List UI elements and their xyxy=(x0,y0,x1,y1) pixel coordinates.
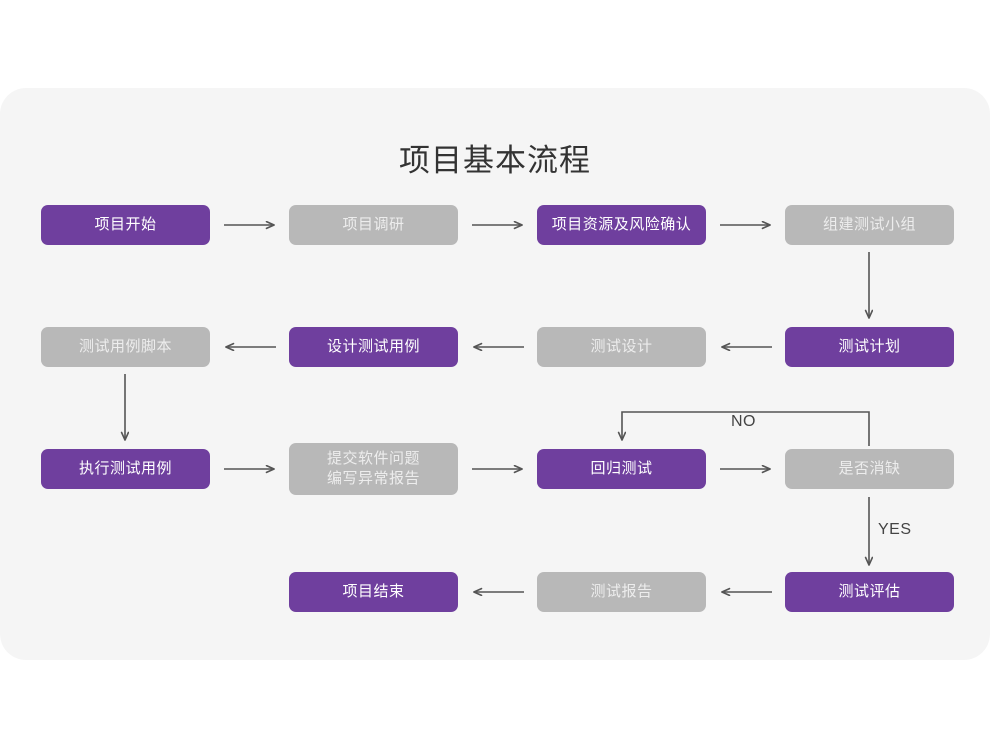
node-submit-defect-report[interactable]: 提交软件问题 编写异常报告 xyxy=(289,443,458,495)
node-label: 项目调研 xyxy=(342,216,405,233)
node-test-case-script[interactable]: 测试用例脚本 xyxy=(41,327,210,367)
node-project-end[interactable]: 项目结束 xyxy=(289,572,458,612)
node-execute-test-case[interactable]: 执行测试用例 xyxy=(41,449,210,489)
node-label: 执行测试用例 xyxy=(78,460,172,477)
node-label: 测试评估 xyxy=(838,583,901,600)
node-label: 回归测试 xyxy=(590,460,653,477)
node-project-start[interactable]: 项目开始 xyxy=(41,205,210,245)
node-test-evaluation[interactable]: 测试评估 xyxy=(785,572,954,612)
edge-label-yes: YES xyxy=(878,521,912,538)
node-label: 设计测试用例 xyxy=(326,338,420,355)
node-defect-resolved-decision[interactable]: 是否消缺 xyxy=(785,449,954,489)
node-test-report[interactable]: 测试报告 xyxy=(537,572,706,612)
edge-label-no: NO xyxy=(731,413,756,430)
node-label: 项目结束 xyxy=(342,583,405,600)
node-label: 测试设计 xyxy=(590,338,653,355)
node-label: 是否消缺 xyxy=(838,460,901,477)
node-test-design[interactable]: 测试设计 xyxy=(537,327,706,367)
node-build-test-team[interactable]: 组建测试小组 xyxy=(785,205,954,245)
node-resource-risk-confirm[interactable]: 项目资源及风险确认 xyxy=(537,205,706,245)
node-regression-test[interactable]: 回归测试 xyxy=(537,449,706,489)
node-label: 测试用例脚本 xyxy=(78,338,172,355)
node-label: 测试计划 xyxy=(838,338,901,355)
flowchart-panel xyxy=(0,88,990,660)
node-project-research[interactable]: 项目调研 xyxy=(289,205,458,245)
node-label: 项目开始 xyxy=(94,216,157,233)
node-label: 项目资源及风险确认 xyxy=(551,216,692,233)
node-test-plan[interactable]: 测试计划 xyxy=(785,327,954,367)
page-title: 项目基本流程 xyxy=(399,143,591,178)
node-label: 提交软件问题 编写异常报告 xyxy=(326,450,420,487)
node-design-test-case[interactable]: 设计测试用例 xyxy=(289,327,458,367)
node-label: 测试报告 xyxy=(590,583,653,600)
node-label: 组建测试小组 xyxy=(822,216,916,233)
